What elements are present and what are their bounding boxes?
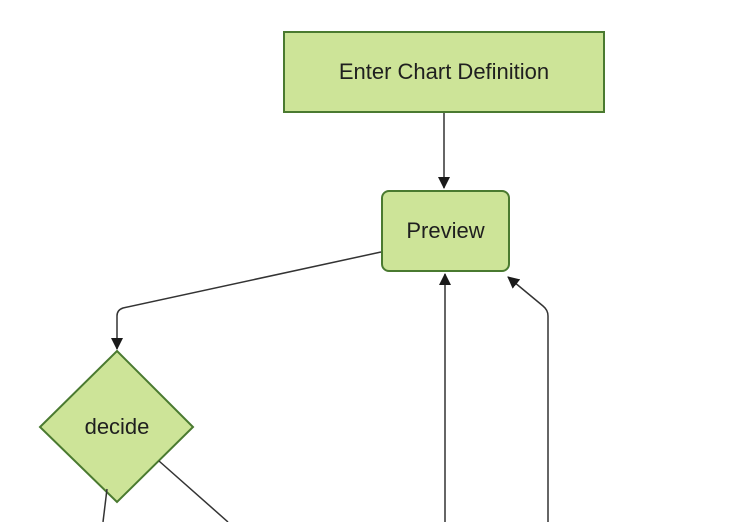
node-decide-label-wrap: decide	[57, 412, 177, 442]
edge-decide-to-offscreen-right	[158, 460, 229, 522]
edge-offscreen-right-to-preview	[507, 276, 549, 522]
node-enter-chart-definition-label: Enter Chart Definition	[338, 58, 550, 84]
edge-preview-to-decide	[111, 251, 382, 350]
node-preview: Preview	[381, 190, 510, 272]
node-preview-label: Preview	[406, 217, 485, 243]
node-decide-label: decide	[84, 414, 150, 439]
edge-decide-to-offscreen-left	[102, 488, 108, 522]
node-enter-chart-definition: Enter Chart Definition	[283, 31, 605, 113]
